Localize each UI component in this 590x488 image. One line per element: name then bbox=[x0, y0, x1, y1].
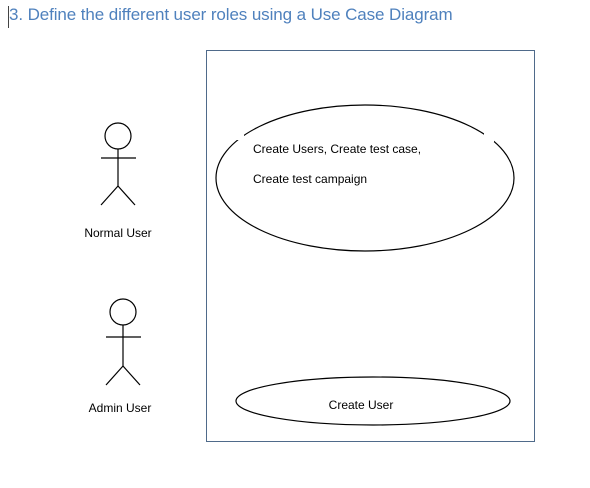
text-cursor bbox=[8, 6, 9, 28]
system-boundary bbox=[206, 50, 535, 442]
actor-left-leg bbox=[100, 185, 119, 206]
actor-normal-user: Normal User bbox=[84, 122, 152, 240]
actor-right-leg bbox=[117, 185, 136, 206]
use-case-label: Create User bbox=[329, 398, 394, 412]
use-case-ellipse bbox=[215, 104, 515, 252]
actor-label: Admin User bbox=[89, 401, 152, 415]
actor-left-leg bbox=[105, 365, 124, 386]
actor-label: Normal User bbox=[84, 226, 151, 240]
actor-right-leg bbox=[122, 365, 141, 386]
actor-head bbox=[109, 298, 137, 326]
page-heading: 3. Define the different user roles using… bbox=[9, 5, 453, 24]
use-case-label-line-2: Create test campaign bbox=[253, 172, 367, 186]
actor-admin-user: Admin User bbox=[89, 298, 152, 415]
actor-head bbox=[104, 122, 132, 150]
use-case-label-line-1: Create Users, Create test case, bbox=[253, 142, 421, 156]
use-case-ellipse bbox=[235, 376, 511, 426]
use-case-create-users-tests: Create Users, Create test case, Create t… bbox=[215, 104, 515, 252]
use-case-create-user: Create User bbox=[235, 376, 511, 426]
